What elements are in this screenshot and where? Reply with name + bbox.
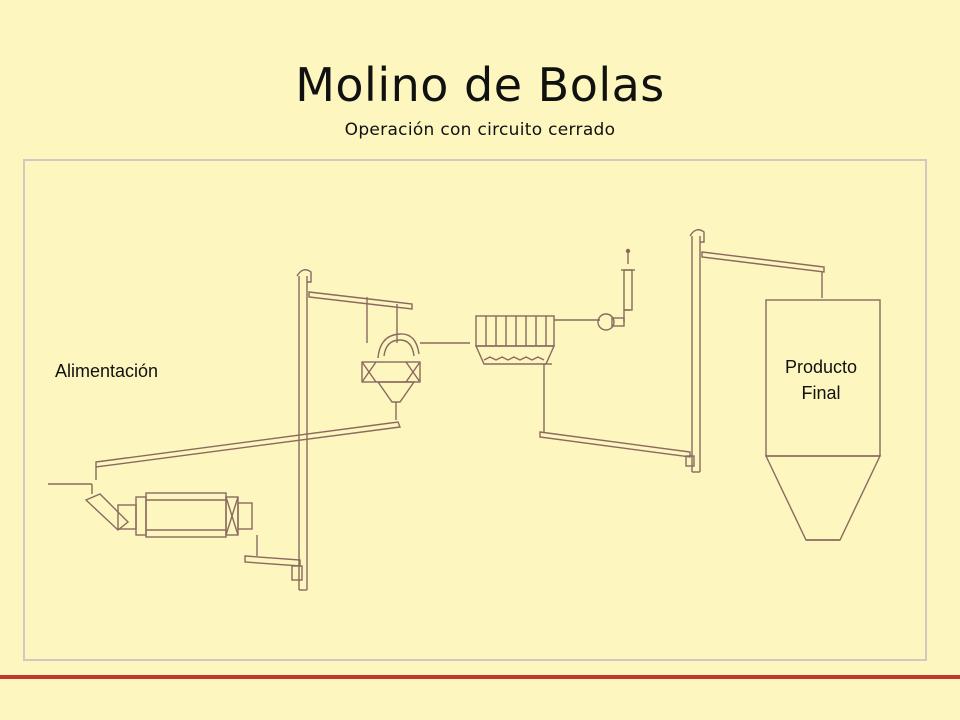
product-label: Producto Final <box>766 354 876 406</box>
bucket-elevator-1 <box>296 269 312 591</box>
air-separator <box>361 333 470 420</box>
diagram-frame <box>23 159 927 661</box>
product-label-line-2: Final <box>801 383 841 403</box>
product-label-line-1: Producto <box>784 357 858 377</box>
bag-filter <box>474 315 600 432</box>
silo-feed-conveyor <box>701 251 825 298</box>
exhaust-fan-stack <box>597 248 635 331</box>
bucket-elevator-2 <box>689 229 705 473</box>
slide-subtitle: Operación con circuito cerrado <box>344 120 616 140</box>
filter-conveyor <box>539 431 695 467</box>
feed-line <box>48 483 93 494</box>
product-silo <box>764 299 882 541</box>
feed-label: Alimentación <box>55 361 159 381</box>
mill-discharge-conveyor <box>244 535 303 581</box>
slide-title: Molino de Bolas <box>295 58 665 112</box>
return-conveyor <box>95 421 401 480</box>
elevator-1-top-conveyor <box>308 291 413 343</box>
ball-mill <box>84 492 253 538</box>
bottom-accent-bar <box>0 675 960 679</box>
